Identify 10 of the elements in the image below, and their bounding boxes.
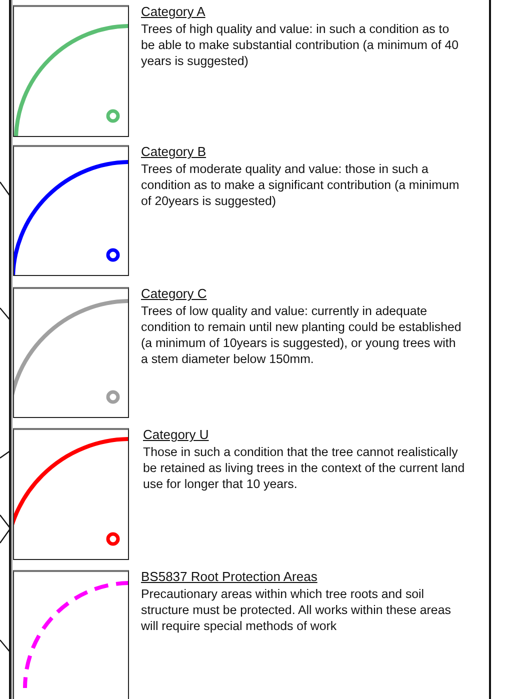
category-description: Those in such a condition that the tree cannot realistically be retained as living trees in the context of the current land use for longer that 10 years. (143, 444, 465, 492)
category-description: Trees of low quality and value: currently in adequate condition to remain until new planting could be established (a minimum of 10years is suggested), or young trees with a stem diameter below 150mm. (141, 303, 462, 367)
category-heading: Category U (143, 427, 209, 442)
category-description: Precautionary areas within which tree roots and soil structure must be protected. All works within these areas will require special methods of work (141, 586, 452, 634)
category-heading: Category B (141, 144, 206, 159)
category-description: Trees of moderate quality and value: those in such a condition as to make a significant contribution (a minimum of 20years is suggested) (141, 161, 460, 209)
category-description: Trees of high quality and value: in such a condition as to be able to make substantial contribution (a minimum of 40 years is suggested) (141, 21, 460, 69)
category-heading: BS5837 Root Protection Areas (141, 569, 318, 584)
category-heading: Category A (141, 4, 206, 19)
category-heading: Category C (141, 286, 207, 301)
